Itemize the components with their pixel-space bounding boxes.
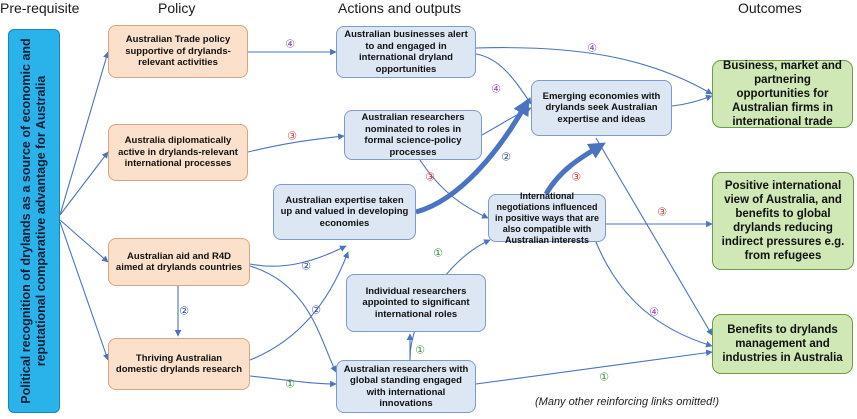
- link-marker-two: ②: [301, 260, 311, 273]
- link-marker-one: ①: [415, 344, 425, 357]
- link-marker-two: ②: [311, 304, 321, 317]
- policy-trade-box: Australian Trade policy supportive of dr…: [108, 25, 248, 78]
- footnote: (Many other reinforcing links omitted!): [535, 396, 720, 408]
- policy-research-box: Thriving Australian domestic drylands re…: [108, 338, 250, 390]
- action-businesses-box: Australian businesses alert to and engag…: [336, 26, 476, 78]
- action-emerging-box: Emerging economies with drylands seek Au…: [531, 80, 672, 136]
- outcome-view-box: Positive international view of Australia…: [712, 172, 854, 270]
- action-negotiations-box: International negotiations influenced in…: [488, 191, 606, 245]
- link-marker-four: ④: [649, 306, 659, 319]
- header-outcomes: Outcomes: [738, 0, 802, 16]
- link-marker-one: ①: [285, 378, 295, 391]
- outcome-benefits-box: Benefits to drylands management and indu…: [712, 314, 853, 374]
- prerequisite-box: Political recognition of drylands as a s…: [8, 29, 60, 413]
- link-marker-two: ②: [501, 151, 511, 164]
- action-expertise-box: Australian expertise taken up and valued…: [273, 184, 416, 240]
- link-marker-four: ④: [587, 42, 597, 55]
- outcome-business-box: Business, market and partnering opportun…: [712, 60, 853, 128]
- link-marker-four: ④: [285, 38, 295, 51]
- header-policy: Policy: [158, 0, 196, 16]
- link-marker-three: ③: [571, 171, 581, 184]
- prerequisite-text: Political recognition of drylands as a s…: [19, 38, 48, 404]
- action-global-box: Australian researchers with global stand…: [336, 360, 476, 413]
- link-marker-four: ④: [491, 83, 501, 96]
- action-nominated-box: Australian researchers nominated to role…: [344, 110, 482, 160]
- policy-aid-box: Australian aid and R4D aimed at drylands…: [108, 238, 250, 286]
- link-marker-two: ②: [179, 305, 189, 318]
- action-individual-box: Individual researchers appointed to sign…: [346, 274, 486, 332]
- link-marker-three: ③: [425, 171, 435, 184]
- header-actions: Actions and outputs: [338, 0, 461, 16]
- header-prerequisite: Pre-requisite: [0, 0, 80, 16]
- link-marker-three: ③: [287, 130, 297, 143]
- link-marker-one: ①: [433, 247, 443, 260]
- link-marker-one: ①: [599, 371, 609, 384]
- policy-diplomatic-box: Australia diplomatically active in dryla…: [108, 124, 248, 181]
- link-marker-three: ③: [657, 206, 667, 219]
